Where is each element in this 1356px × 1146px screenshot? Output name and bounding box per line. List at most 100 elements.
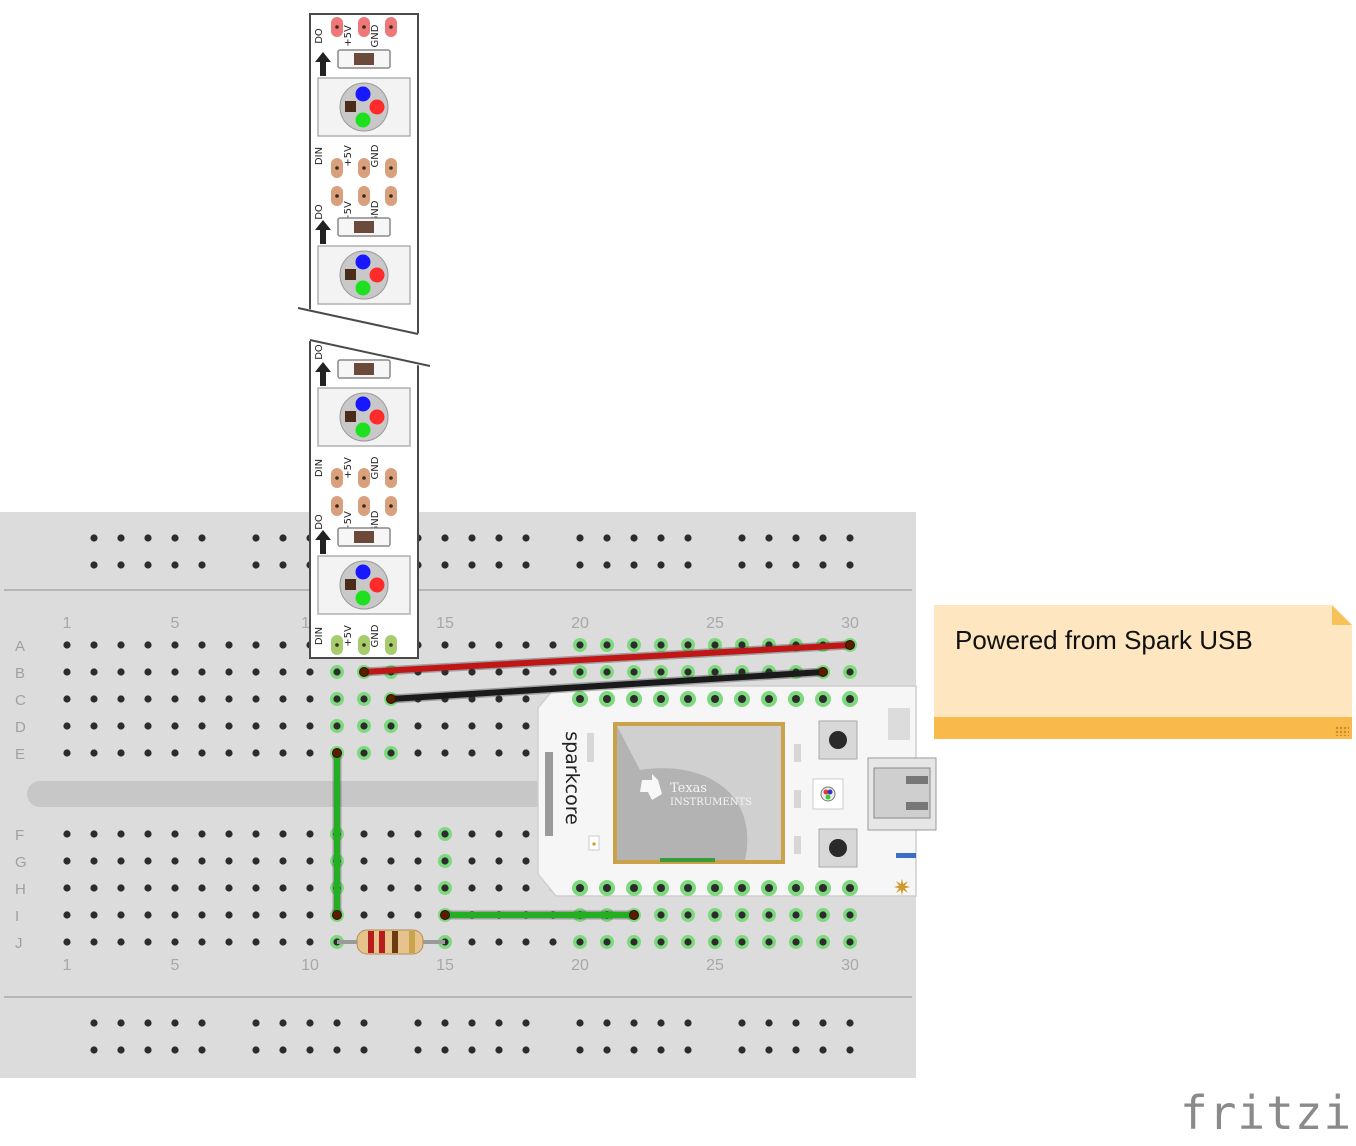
breadboard-hole[interactable] — [630, 534, 638, 542]
core-pin[interactable] — [657, 884, 665, 892]
core-pin[interactable] — [765, 884, 773, 892]
breadboard-hole[interactable] — [306, 857, 314, 865]
breadboard-hole[interactable] — [819, 938, 827, 946]
breadboard-hole[interactable] — [657, 1046, 665, 1054]
breadboard-hole[interactable] — [360, 884, 368, 892]
breadboard-hole[interactable] — [630, 1046, 638, 1054]
breadboard-hole[interactable] — [441, 857, 449, 865]
breadboard-hole[interactable] — [171, 695, 179, 703]
breadboard-hole[interactable] — [846, 668, 854, 676]
breadboard-hole[interactable] — [117, 938, 125, 946]
breadboard-hole[interactable] — [738, 668, 746, 676]
breadboard-hole[interactable] — [495, 749, 503, 757]
breadboard-hole[interactable] — [306, 722, 314, 730]
breadboard-hole[interactable] — [198, 1019, 206, 1027]
breadboard-hole[interactable] — [171, 1019, 179, 1027]
breadboard-hole[interactable] — [63, 938, 71, 946]
breadboard-hole[interactable] — [198, 561, 206, 569]
breadboard-hole[interactable] — [252, 641, 260, 649]
breadboard-hole[interactable] — [846, 1019, 854, 1027]
breadboard-hole[interactable] — [630, 641, 638, 649]
breadboard-hole[interactable] — [90, 938, 98, 946]
breadboard-hole[interactable] — [171, 884, 179, 892]
breadboard-hole[interactable] — [549, 641, 557, 649]
breadboard-hole[interactable] — [630, 668, 638, 676]
breadboard-hole[interactable] — [414, 884, 422, 892]
breadboard-hole[interactable] — [738, 938, 746, 946]
breadboard-hole[interactable] — [468, 668, 476, 676]
breadboard-hole[interactable] — [387, 857, 395, 865]
breadboard-hole[interactable] — [657, 911, 665, 919]
breadboard-hole[interactable] — [360, 722, 368, 730]
core-pin[interactable] — [603, 695, 611, 703]
breadboard-hole[interactable] — [198, 830, 206, 838]
breadboard-hole[interactable] — [576, 641, 584, 649]
breadboard-hole[interactable] — [90, 911, 98, 919]
breadboard-hole[interactable] — [576, 561, 584, 569]
breadboard-hole[interactable] — [657, 641, 665, 649]
breadboard-hole[interactable] — [657, 668, 665, 676]
breadboard-hole[interactable] — [468, 641, 476, 649]
breadboard-hole[interactable] — [495, 884, 503, 892]
breadboard-hole[interactable] — [657, 534, 665, 542]
breadboard-hole[interactable] — [657, 1019, 665, 1027]
breadboard-hole[interactable] — [522, 1019, 530, 1027]
breadboard-hole[interactable] — [522, 884, 530, 892]
breadboard-hole[interactable] — [468, 534, 476, 542]
core-pin[interactable] — [846, 695, 854, 703]
breadboard-hole[interactable] — [144, 1046, 152, 1054]
breadboard-hole[interactable] — [522, 641, 530, 649]
breadboard-hole[interactable] — [441, 1046, 449, 1054]
breadboard-hole[interactable] — [117, 695, 125, 703]
breadboard-hole[interactable] — [90, 561, 98, 569]
breadboard-hole[interactable] — [819, 911, 827, 919]
breadboard-hole[interactable] — [279, 641, 287, 649]
breadboard-hole[interactable] — [90, 830, 98, 838]
breadboard-hole[interactable] — [225, 857, 233, 865]
breadboard-hole[interactable] — [306, 938, 314, 946]
breadboard-hole[interactable] — [657, 938, 665, 946]
core-pin[interactable] — [792, 695, 800, 703]
breadboard-hole[interactable] — [279, 668, 287, 676]
core-pin[interactable] — [657, 695, 665, 703]
breadboard-hole[interactable] — [252, 561, 260, 569]
breadboard-hole[interactable] — [252, 695, 260, 703]
breadboard-hole[interactable] — [765, 911, 773, 919]
breadboard-hole[interactable] — [144, 668, 152, 676]
breadboard-hole[interactable] — [360, 1046, 368, 1054]
breadboard-hole[interactable] — [252, 1019, 260, 1027]
core-button[interactable] — [829, 731, 847, 749]
breadboard-hole[interactable] — [522, 1046, 530, 1054]
breadboard-hole[interactable] — [144, 884, 152, 892]
breadboard-hole[interactable] — [684, 1019, 692, 1027]
breadboard-hole[interactable] — [225, 722, 233, 730]
breadboard-hole[interactable] — [252, 534, 260, 542]
breadboard-hole[interactable] — [279, 749, 287, 757]
breadboard-hole[interactable] — [171, 830, 179, 838]
breadboard-hole[interactable] — [576, 668, 584, 676]
breadboard-hole[interactable] — [279, 561, 287, 569]
core-pin[interactable] — [684, 695, 692, 703]
breadboard-hole[interactable] — [252, 668, 260, 676]
breadboard-hole[interactable] — [414, 857, 422, 865]
breadboard-hole[interactable] — [279, 534, 287, 542]
breadboard-hole[interactable] — [117, 749, 125, 757]
breadboard-hole[interactable] — [441, 749, 449, 757]
breadboard-hole[interactable] — [198, 695, 206, 703]
breadboard-hole[interactable] — [468, 1019, 476, 1027]
breadboard-hole[interactable] — [846, 911, 854, 919]
breadboard-hole[interactable] — [360, 857, 368, 865]
core-pin[interactable] — [630, 695, 638, 703]
breadboard-hole[interactable] — [63, 749, 71, 757]
breadboard-hole[interactable] — [738, 641, 746, 649]
breadboard-hole[interactable] — [279, 1019, 287, 1027]
signal-wire-horizontal-end[interactable] — [629, 910, 639, 920]
breadboard-hole[interactable] — [90, 1019, 98, 1027]
breadboard-hole[interactable] — [819, 1046, 827, 1054]
breadboard-hole[interactable] — [441, 641, 449, 649]
breadboard-hole[interactable] — [846, 1046, 854, 1054]
breadboard-hole[interactable] — [279, 695, 287, 703]
breadboard-hole[interactable] — [225, 641, 233, 649]
breadboard-hole[interactable] — [117, 668, 125, 676]
